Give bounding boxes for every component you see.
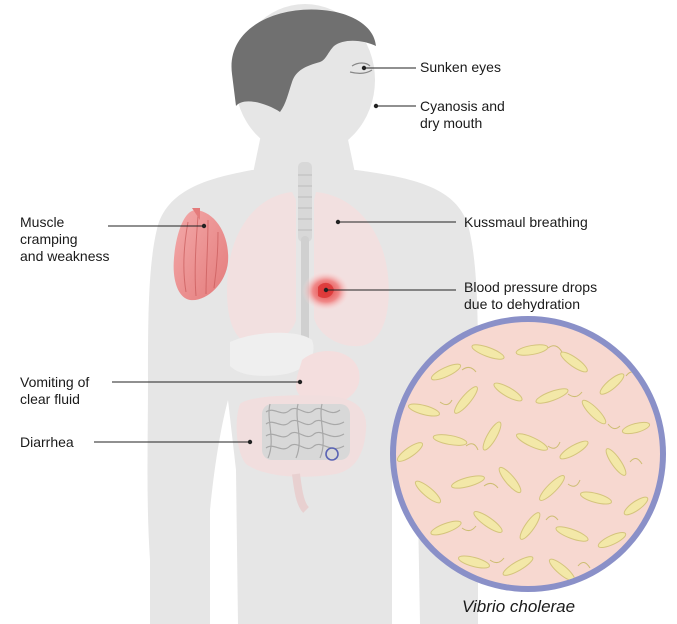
vibrio-cholerae-micrograph — [390, 316, 666, 592]
label-cyanosis-line1: Cyanosis and — [420, 98, 505, 115]
label-kussmaul: Kussmaul breathing — [464, 214, 588, 231]
label-sunken-eyes: Sunken eyes — [420, 59, 501, 76]
label-muscle-line2: cramping — [20, 231, 110, 248]
label-blood-pressure: Blood pressure drops due to dehydration — [464, 279, 597, 313]
label-bp-line2: due to dehydration — [464, 296, 597, 313]
label-sunken-eyes-text: Sunken eyes — [420, 59, 501, 76]
label-vomiting-line1: Vomiting of — [20, 374, 89, 391]
label-diarrhea-text: Diarrhea — [20, 434, 74, 451]
label-muscle-line1: Muscle — [20, 214, 110, 231]
caption-vibrio-cholerae: Vibrio cholerae — [462, 597, 575, 617]
label-cyanosis-line2: dry mouth — [420, 115, 505, 132]
label-muscle-line3: and weakness — [20, 248, 110, 265]
label-vomiting: Vomiting of clear fluid — [20, 374, 89, 408]
label-kussmaul-text: Kussmaul breathing — [464, 214, 588, 231]
label-muscle-cramping: Muscle cramping and weakness — [20, 214, 110, 265]
label-cyanosis: Cyanosis and dry mouth — [420, 98, 505, 132]
label-vomiting-line2: clear fluid — [20, 391, 89, 408]
label-bp-line1: Blood pressure drops — [464, 279, 597, 296]
label-diarrhea: Diarrhea — [20, 434, 74, 451]
